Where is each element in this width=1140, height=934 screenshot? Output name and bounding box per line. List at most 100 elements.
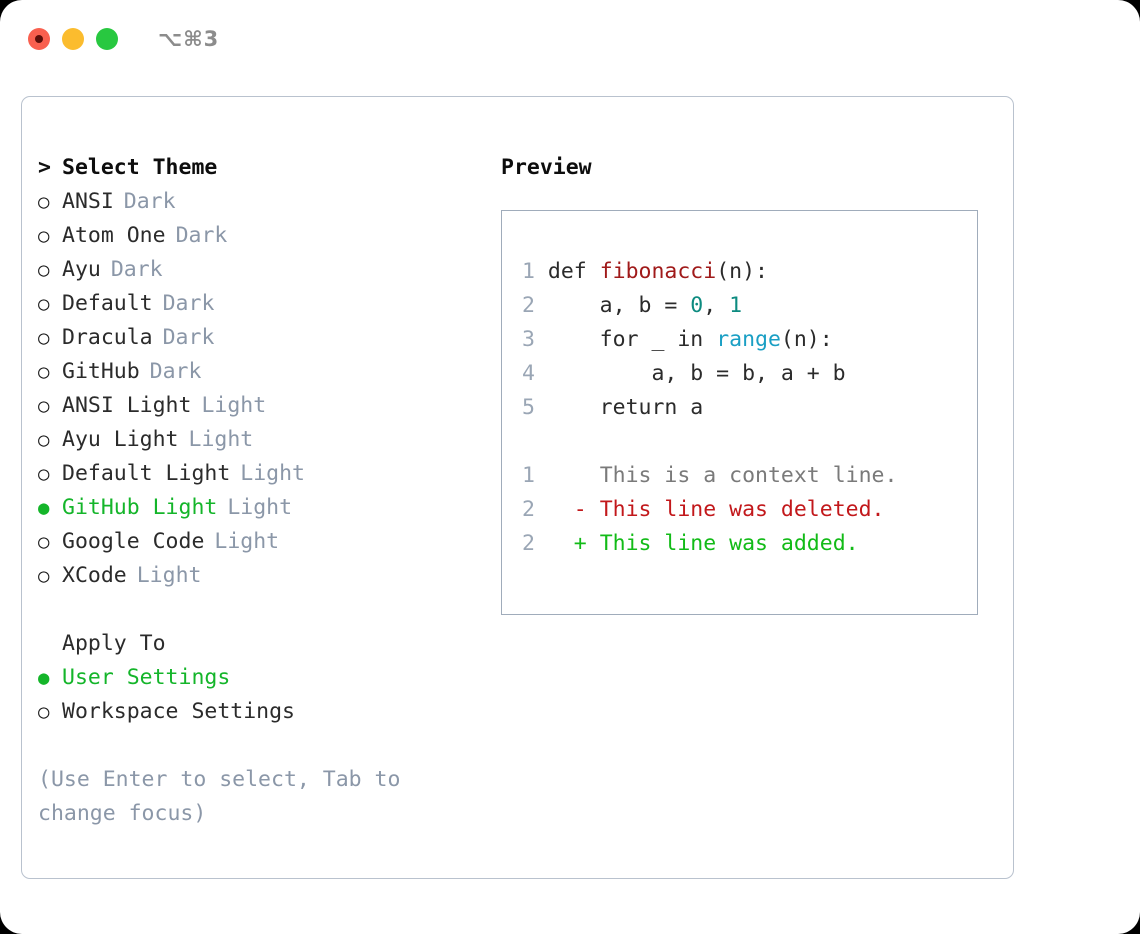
theme-variant-tag: Dark [175, 223, 228, 248]
code-diff-spacer [522, 425, 977, 459]
apply-to-header: Apply To [38, 627, 484, 661]
diff-text-del: This line was deleted. [599, 497, 885, 522]
code-token-plain: a, b = b, a + b [547, 361, 846, 386]
radio-unselected-icon: ○ [38, 701, 50, 723]
theme-list-item[interactable]: ○ GitHub Dark [38, 355, 484, 389]
window-controls [28, 28, 118, 50]
theme-variant-tag: Dark [149, 359, 202, 384]
code-line-number: 2 [522, 293, 535, 318]
theme-name-label: ANSI [62, 189, 114, 214]
theme-name-label: Dracula [62, 325, 153, 350]
preview-title: Preview [501, 155, 592, 180]
caret-icon: > [38, 155, 51, 180]
minimize-button[interactable] [62, 28, 84, 50]
apply-to-label: Workspace Settings [62, 699, 295, 724]
code-token-plain: a, b = [547, 293, 691, 318]
keyboard-hint-text: (Use Enter to select, Tab to change focu… [38, 767, 414, 826]
diff-sample-block: 1 This is a context line.2 - This line w… [522, 459, 977, 561]
radio-unselected-icon: ○ [38, 293, 50, 315]
theme-name-label: Ayu [62, 257, 101, 282]
blank-marker-icon [38, 627, 62, 661]
theme-name-label: Default Light [62, 461, 231, 486]
code-token-fn: fibonacci [599, 259, 717, 284]
code-line-number: 4 [522, 361, 535, 386]
code-token-call: range [716, 327, 781, 352]
code-token-plain: for _ in [547, 327, 717, 352]
diff-sign-ctx [574, 463, 587, 488]
keyboard-shortcut-label: ⌥⌘3 [158, 27, 220, 51]
radio-unselected-icon: ○ [38, 531, 50, 553]
radio-unselected-icon: ○ [38, 225, 50, 247]
theme-variant-tag: Light [136, 563, 202, 588]
diff-text-add: This line was added. [599, 531, 859, 556]
theme-name-label: Default [62, 291, 153, 316]
diff-line-number: 2 [522, 497, 535, 522]
diff-sign-del: - [573, 497, 587, 522]
code-token-plain: (n): [716, 259, 768, 284]
radio-unselected-icon: ○ [38, 463, 50, 485]
theme-name-label: GitHub [62, 359, 140, 384]
code-line-number: 3 [522, 327, 535, 352]
close-button[interactable] [28, 28, 50, 50]
maximize-button[interactable] [96, 28, 118, 50]
preview-column: Preview 1 def fibonacci(n):2 a, b = 0, 1… [484, 97, 1013, 878]
theme-variant-tag: Light [188, 427, 254, 452]
theme-list-item[interactable]: ○ Atom One Dark [38, 219, 484, 253]
code-line: 4 a, b = b, a + b [522, 357, 977, 391]
code-line: 3 for _ in range(n): [522, 323, 977, 357]
close-icon [35, 35, 43, 43]
apply-to-label: User Settings [62, 665, 231, 690]
code-token-plain: def [547, 259, 600, 284]
theme-list-item[interactable]: ○ Default Dark [38, 287, 484, 321]
theme-list-item[interactable]: ○ ANSI Dark [38, 185, 484, 219]
theme-name-label: XCode [62, 563, 127, 588]
code-line: 1 def fibonacci(n): [522, 255, 977, 289]
radio-unselected-icon: ○ [38, 361, 50, 383]
apply-to-item[interactable]: ●User Settings [38, 661, 484, 695]
code-token-plain: , [703, 293, 730, 318]
diff-text-ctx: This is a context line. [599, 463, 898, 488]
apply-to-item[interactable]: ○ Workspace Settings [38, 695, 484, 729]
theme-list-item[interactable]: ○ Default Light Light [38, 457, 484, 491]
titlebar: ⌥⌘3 [0, 0, 1140, 78]
radio-unselected-icon: ○ [38, 191, 50, 213]
diff-line: 2 - This line was deleted. [522, 493, 977, 527]
radio-unselected-icon: ○ [38, 327, 50, 349]
theme-name-label: Atom One [62, 223, 166, 248]
code-token-num: 1 [729, 293, 743, 318]
apply-to-list: ●User Settings ○ Workspace Settings [38, 661, 484, 729]
theme-name-label: GitHub Light [62, 495, 218, 520]
theme-variant-tag: Dark [162, 291, 215, 316]
code-line: 5 return a [522, 391, 977, 425]
diff-line: 1 This is a context line. [522, 459, 977, 493]
code-token-num: 0 [690, 293, 704, 318]
theme-variant-tag: Light [214, 529, 280, 554]
theme-list-item[interactable]: ○ Dracula Dark [38, 321, 484, 355]
theme-name-label: ANSI Light [62, 393, 192, 418]
radio-selected-icon: ● [38, 497, 50, 519]
theme-variant-tag: Light [201, 393, 267, 418]
diff-line-number: 2 [522, 531, 535, 556]
theme-variant-tag: Dark [123, 189, 176, 214]
theme-list-item[interactable]: ○ ANSI Light Light [38, 389, 484, 423]
theme-variant-tag: Light [240, 461, 306, 486]
code-line-number: 5 [522, 395, 535, 420]
theme-list-item[interactable]: ○ XCode Light [38, 559, 484, 593]
apply-to-title: Apply To [62, 631, 166, 656]
theme-variant-tag: Dark [162, 325, 215, 350]
code-token-plain: (n): [780, 327, 833, 352]
radio-unselected-icon: ○ [38, 565, 50, 587]
radio-unselected-icon: ○ [38, 395, 50, 417]
code-line: 2 a, b = 0, 1 [522, 289, 977, 323]
diff-line-number: 1 [522, 463, 535, 488]
